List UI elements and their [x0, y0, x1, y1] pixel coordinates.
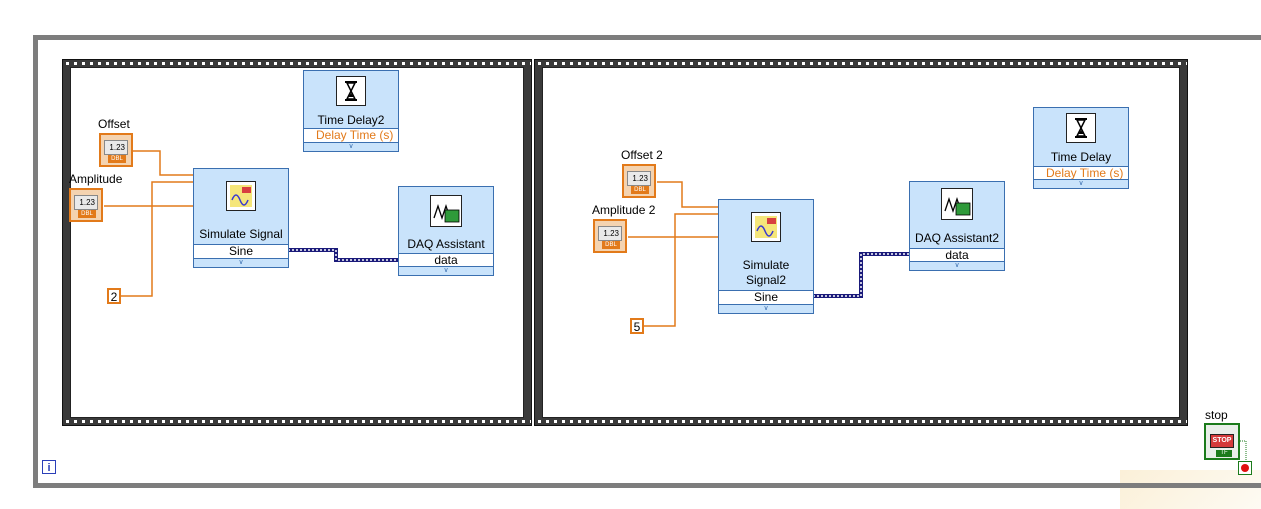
- daq-card-icon: [941, 188, 973, 220]
- daq-assistant-vi[interactable]: DAQ Assistant data ∨: [398, 186, 494, 276]
- hourglass-icon: [1066, 113, 1096, 143]
- loop-condition-terminal[interactable]: [1238, 461, 1252, 475]
- expand-chevron-icon[interactable]: ∨: [304, 142, 398, 151]
- simulate-signal2-output[interactable]: Sine: [719, 290, 813, 305]
- amplitude-2-control[interactable]: 1.23 DBL: [593, 219, 627, 253]
- time-delay-title: Time Delay: [1050, 150, 1112, 164]
- amplitude-2-display: 1.23: [598, 226, 622, 241]
- time-delay2-vi[interactable]: Time Delay2 Delay Time (s) ∨: [303, 70, 399, 152]
- simulate-signal2-title-line1: Simulate: [742, 258, 790, 272]
- simulate-signal-icon: [226, 181, 256, 211]
- stop-button-icon: STOP: [1210, 434, 1234, 448]
- amplitude-label: Amplitude: [69, 172, 123, 186]
- daq-assistant-input[interactable]: data: [399, 253, 493, 268]
- simulate-signal2-vi[interactable]: Simulate Signal2 Sine ∨: [718, 199, 814, 314]
- simulate-signal-vi[interactable]: Simulate Signal Sine ∨: [193, 168, 289, 268]
- amplitude-2-label: Amplitude 2: [592, 203, 656, 217]
- while-loop[interactable]: [33, 35, 1261, 488]
- offset-2-label: Offset 2: [621, 148, 663, 162]
- daq-assistant2-input[interactable]: data: [910, 248, 1004, 263]
- simulate-signal-title: Simulate Signal: [199, 227, 283, 241]
- amplitude-2-type-tag: DBL: [602, 241, 620, 249]
- stop-label: stop: [1205, 408, 1228, 422]
- expand-chevron-icon[interactable]: ∨: [399, 266, 493, 275]
- time-delay-input[interactable]: Delay Time (s): [1034, 166, 1128, 180]
- boolean-type-tag: TF: [1216, 450, 1232, 457]
- hourglass-icon: [336, 76, 366, 106]
- daq-card-icon: [430, 195, 462, 227]
- time-delay2-input[interactable]: Delay Time (s): [304, 128, 398, 142]
- offset-label: Offset: [98, 117, 130, 131]
- expand-chevron-icon[interactable]: ∨: [719, 304, 813, 313]
- numeric-constant-5[interactable]: 5: [630, 318, 644, 334]
- offset-type-tag: DBL: [108, 155, 126, 163]
- amplitude-control[interactable]: 1.23 DBL: [69, 188, 103, 222]
- offset-2-control[interactable]: 1.23 DBL: [622, 164, 656, 198]
- daq-assistant-title: DAQ Assistant: [407, 237, 485, 251]
- time-delay-vi[interactable]: Time Delay Delay Time (s) ∨: [1033, 107, 1129, 189]
- numeric-constant-2[interactable]: 2: [107, 288, 121, 304]
- offset-2-type-tag: DBL: [631, 186, 649, 194]
- stop-button-terminal[interactable]: STOP TF: [1204, 423, 1240, 460]
- expand-chevron-icon[interactable]: ∨: [194, 258, 288, 267]
- expand-chevron-icon[interactable]: ∨: [910, 261, 1004, 270]
- background-watermark: [1120, 470, 1261, 509]
- simulate-signal2-title-line2: Signal2: [745, 273, 787, 287]
- iteration-terminal[interactable]: i: [42, 460, 56, 474]
- expand-chevron-icon[interactable]: ∨: [1034, 179, 1128, 188]
- amplitude-display: 1.23: [74, 195, 98, 210]
- simulate-signal-output[interactable]: Sine: [194, 244, 288, 259]
- simulate-signal-icon: [751, 212, 781, 242]
- daq-assistant2-title: DAQ Assistant2: [914, 231, 1000, 245]
- offset-control[interactable]: 1.23 DBL: [99, 133, 133, 167]
- daq-assistant2-vi[interactable]: DAQ Assistant2 data ∨: [909, 181, 1005, 271]
- time-delay2-title: Time Delay2: [317, 113, 385, 127]
- offset-2-display: 1.23: [627, 171, 651, 186]
- amplitude-type-tag: DBL: [78, 210, 96, 218]
- offset-display: 1.23: [104, 140, 128, 155]
